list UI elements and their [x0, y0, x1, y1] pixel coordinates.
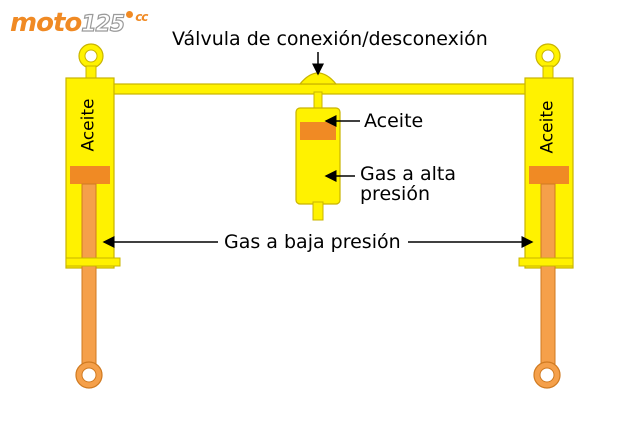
- high-gas-label-2: presión: [360, 183, 430, 205]
- valve: [298, 72, 338, 85]
- left-bottom-cap: [65, 257, 121, 267]
- low-gas-label: Gas a baja presión: [224, 231, 401, 253]
- high-gas-label-1: Gas a alta: [360, 163, 457, 185]
- gas-chamber-valve: [312, 201, 324, 221]
- right-bottom-eye-hole: [539, 367, 555, 383]
- oil-left-label: Aceite: [78, 98, 99, 152]
- left-shock: [65, 43, 121, 389]
- right-piston: [529, 166, 569, 184]
- left-top-eye-hole: [84, 49, 98, 63]
- left-piston: [70, 166, 110, 184]
- valve-stem: [313, 91, 323, 109]
- right-bottom-cap: [518, 257, 574, 267]
- oil-right-label: Aceite: [537, 100, 558, 154]
- right-top-eye-hole: [541, 49, 555, 63]
- oil-center-label: Aceite: [364, 110, 424, 132]
- left-rod: [81, 183, 97, 365]
- valve-label: Válvula de conexión/desconexión: [172, 28, 488, 50]
- right-shock: [518, 43, 574, 389]
- gas-chamber-oil: [300, 122, 336, 140]
- right-rod: [540, 183, 556, 365]
- left-bottom-eye-hole: [81, 367, 97, 383]
